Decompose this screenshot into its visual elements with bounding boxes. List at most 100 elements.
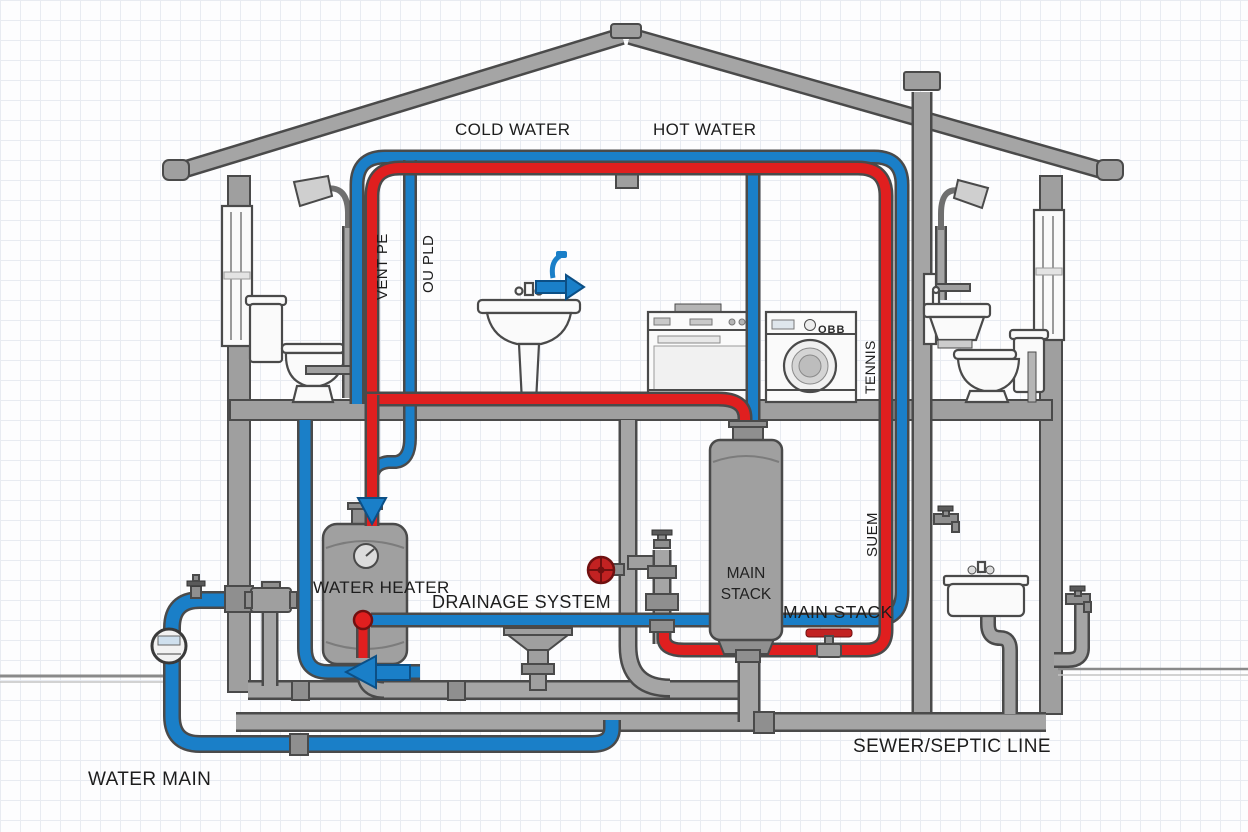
window-left	[220, 204, 254, 348]
floor-drain-stem2	[529, 673, 547, 691]
water-heater-gauge-needle	[365, 548, 375, 557]
dishwasher-control2	[689, 318, 713, 326]
washer-knob	[804, 319, 816, 331]
dishwasher-door	[653, 345, 753, 391]
vent-pipe-label: VENT PE	[374, 233, 391, 300]
meter-loop-valve	[186, 574, 206, 599]
cold-water-pipes	[163, 149, 910, 753]
branch-drain-pipe	[621, 420, 671, 695]
washer-display	[771, 319, 795, 330]
arrow-right-head	[565, 273, 586, 301]
drain-coupling1	[291, 680, 310, 701]
arrow-left-tail	[373, 664, 411, 681]
drain-coupling2	[447, 680, 466, 701]
cold-main-loop-pipe	[165, 593, 619, 751]
wall-sink-right	[922, 272, 992, 349]
loop-valve-top	[192, 574, 200, 582]
toilet-right-base	[964, 389, 1010, 404]
toilet-left-tank	[248, 302, 284, 364]
basement-spigot-spout	[951, 521, 960, 533]
window-left-sash	[223, 271, 251, 280]
toilet-right	[952, 328, 1050, 404]
wheel-hub	[597, 566, 605, 574]
wall-sink-knob	[931, 285, 941, 295]
pedestal-sink	[476, 281, 582, 404]
shower-right	[925, 178, 990, 300]
sink-spout	[523, 281, 535, 297]
toilet-left-base	[291, 384, 335, 404]
toilet-right-supply-rod	[1027, 351, 1037, 403]
utility-sink	[942, 560, 1030, 618]
loop-valve-stem	[190, 585, 202, 599]
sewer-coupling	[753, 711, 775, 734]
gutter-left	[162, 159, 190, 181]
hot-water-pipes	[356, 160, 894, 658]
window-right	[1032, 208, 1066, 342]
arrow-down-to-heater	[356, 497, 388, 527]
water-meter-face	[150, 627, 188, 665]
roof-left-slope	[174, 29, 624, 179]
basement-right-label: SUEM	[864, 512, 881, 557]
regulator-body	[250, 587, 292, 613]
floor-drain-rim	[503, 627, 573, 636]
red-wheel-valve	[586, 555, 625, 585]
arrow-left-head	[343, 654, 377, 690]
cold-ceiling-loop	[352, 152, 907, 625]
utility-sink-spout	[976, 560, 987, 574]
gate-valve-body	[816, 643, 842, 658]
sewer-septic-label: SEWER/SEPTIC LINE	[853, 736, 1051, 757]
utility-sink-drain-pipe	[982, 614, 1016, 714]
cold-riser-heater-feed	[299, 420, 420, 678]
cold-water-label: COLD WATER	[455, 120, 571, 139]
toilet-right-seat	[952, 348, 1018, 361]
shutoff-coupling1	[647, 565, 677, 579]
roof-ridge-cap	[610, 23, 642, 39]
toilet-left-seat	[280, 342, 346, 355]
supply-pipe-label: OU PLD	[420, 234, 437, 293]
toilet-left	[244, 294, 347, 404]
sink-handle-left	[514, 286, 524, 296]
utility-sink-handle1	[967, 565, 977, 575]
water-meter	[150, 627, 188, 665]
floor-drain-coupling	[521, 663, 555, 675]
floor-drain-stem	[527, 649, 549, 665]
heater-outlet-dot	[352, 609, 374, 631]
shutoff-top-valve-body	[653, 539, 671, 549]
dishwasher-control1	[653, 317, 671, 326]
shutoff-top-valve-handle	[651, 529, 673, 536]
sink-top	[476, 298, 582, 315]
flow-arrows	[343, 251, 586, 690]
wall-sink-bracket	[937, 339, 973, 349]
water-main-label: WATER MAIN	[88, 769, 212, 790]
dishwasher-knob2	[738, 318, 746, 326]
regulator-flange-left	[244, 591, 253, 609]
water-heater-top-seam	[325, 540, 405, 549]
main-stack-body	[708, 438, 784, 642]
basement-spigot-handle	[937, 505, 954, 512]
vent-cap	[903, 71, 941, 91]
shower-right-head	[952, 178, 990, 210]
wall-sink-bowl	[928, 315, 986, 342]
outdoor-spigot-pipe	[1054, 604, 1088, 666]
main-stack-bottom-port	[735, 649, 761, 663]
roof-right-slope	[628, 29, 1110, 179]
shutoff-coupling2	[645, 593, 679, 611]
main-stack-top-seam	[712, 455, 780, 463]
drainage-system-label: DRAINAGE SYSTEM	[432, 592, 612, 612]
main-stack-tank-line1: MAIN	[726, 565, 766, 582]
washing-machine	[764, 310, 858, 404]
main-stack-tank-text: MAIN STACK	[711, 563, 781, 605]
hot-floor-branch	[367, 394, 750, 434]
roof	[162, 23, 1124, 181]
pressure-regulator	[244, 581, 298, 686]
dishwasher-handle	[657, 335, 721, 344]
valves-and-fittings	[150, 555, 853, 756]
main-stack-top-flange	[728, 420, 768, 428]
utility-sink-basin	[946, 582, 1026, 618]
dishwasher-knob1	[728, 318, 736, 326]
windows	[220, 204, 1066, 348]
upstairs-right-label: TENNIS	[862, 340, 878, 394]
faucet-glyph-head	[556, 251, 567, 258]
shutoff-bottom-coupling	[649, 619, 675, 633]
